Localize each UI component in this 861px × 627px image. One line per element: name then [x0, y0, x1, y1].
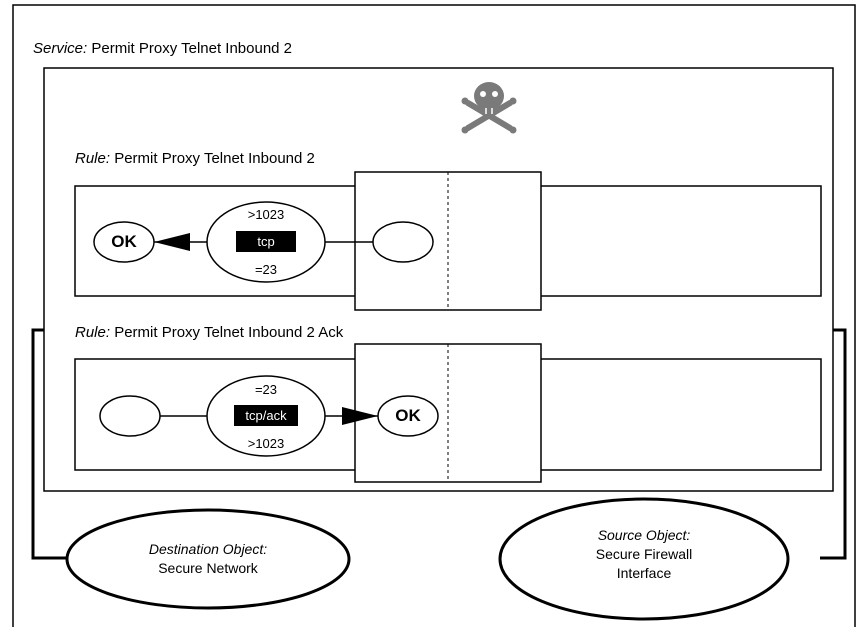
- rule-1-empty-node: [372, 221, 434, 263]
- rule-2-prefix: Rule:: [75, 324, 111, 341]
- destination-object-text: Destination Object: Secure Network: [108, 540, 308, 578]
- destination-object-name: Secure Network: [158, 560, 258, 576]
- rule-1-ok-label: OK: [111, 232, 137, 251]
- source-object-ellipse: [498, 497, 790, 621]
- rule-2-ok-node: [377, 395, 439, 437]
- rule-1-ok-node: [93, 221, 155, 263]
- service-box: [43, 67, 834, 492]
- rule-2-name: Permit Proxy Telnet Inbound 2 Ack: [114, 324, 344, 341]
- rule-1-name: Permit Proxy Telnet Inbound 2: [114, 150, 315, 167]
- rule-2-arrowhead: [342, 407, 378, 425]
- destination-object-ellipse: [65, 508, 351, 610]
- rule-1-protocol: tcp: [236, 231, 296, 252]
- rule-2-ok-label: OK: [395, 406, 421, 425]
- source-object-name-line1: Secure Firewall: [595, 546, 693, 562]
- rule-1-arrowhead: [154, 233, 190, 251]
- outer-frame: [12, 4, 856, 627]
- rule-2-protocol: tcp/ack: [234, 405, 298, 426]
- rule-2-port-bottom: >1023: [247, 436, 285, 451]
- source-object-name-line2: Interface: [616, 565, 672, 581]
- source-connector: [820, 328, 847, 560]
- rule-1-port-bottom: =23: [254, 262, 278, 277]
- source-object-text: Source Object: Secure Firewall Interface: [544, 526, 744, 583]
- rule-2-port-top: =23: [254, 382, 278, 397]
- skull-crossbones-icon: [461, 82, 517, 134]
- service-label: Service: Permit Proxy Telnet Inbound 2: [33, 40, 292, 58]
- rule-2-label: Rule: Permit Proxy Telnet Inbound 2 Ack: [75, 324, 343, 342]
- service-name: Permit Proxy Telnet Inbound 2: [91, 40, 293, 57]
- rule-1-prefix: Rule:: [75, 150, 111, 167]
- rule-1-label: Rule: Permit Proxy Telnet Inbound 2: [75, 150, 315, 168]
- rule-1-port-top: >1023: [247, 207, 285, 222]
- rule-2-empty-node: [99, 395, 161, 437]
- source-object-title: Source Object:: [597, 527, 691, 543]
- service-prefix: Service:: [33, 40, 88, 57]
- destination-connector: [31, 328, 75, 560]
- destination-object-title: Destination Object:: [148, 541, 268, 557]
